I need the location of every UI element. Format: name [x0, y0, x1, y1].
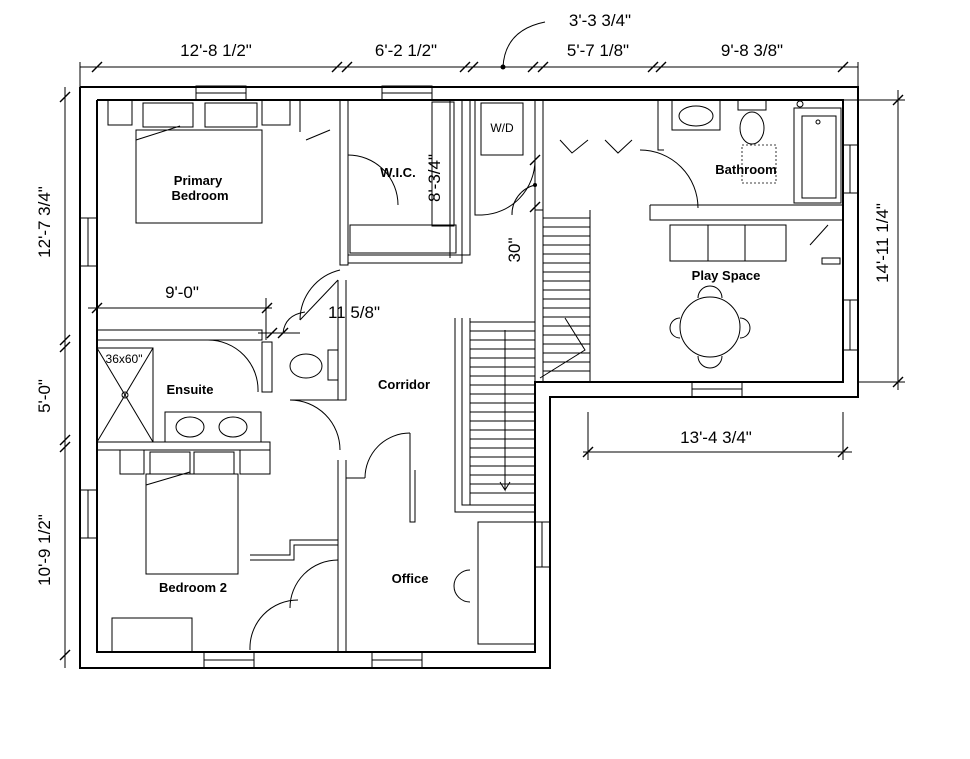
wd-label: W/D [490, 121, 514, 135]
windows [79, 85, 859, 669]
dim-top-3: 3'-3 3/4" [569, 11, 631, 30]
dim-bed-width: 9'-0" [165, 283, 199, 302]
dim-top-4: 5'-7 1/8" [567, 41, 629, 60]
stair-arrow-down [499, 330, 511, 492]
stair-arrow [539, 317, 586, 379]
dim-top-2: 6'-2 1/2" [375, 41, 437, 60]
doors [207, 100, 699, 651]
dim-play-width: 13'-4 3/4" [680, 428, 752, 447]
dim-right-1: 14'-11 1/4" [873, 203, 892, 283]
dim-left-2: 5'-0" [35, 379, 54, 413]
dim-ensuite-gap: 11 5/8" [328, 303, 380, 322]
dim-wic-depth: 8'-3/4" [425, 154, 444, 202]
ensuite-label: Ensuite [167, 382, 214, 397]
dim-top-5: 9'-8 3/8" [721, 41, 783, 60]
dim-left-1: 12'-7 3/4" [35, 186, 54, 258]
dim-left-3: 10'-9 1/2" [35, 514, 54, 586]
wic-label: W.I.C. [380, 165, 415, 180]
corridor-label: Corridor [378, 377, 430, 392]
bathroom-label: Bathroom [715, 162, 776, 177]
dim-stair-30: 30" [505, 238, 524, 263]
shower-label: 36x60" [106, 352, 143, 366]
furniture [96, 99, 842, 653]
dimension-lines [59, 21, 905, 668]
office-label: Office [392, 571, 429, 586]
dimension-labels: 12'-8 1/2" 6'-2 1/2" 3'-3 3/4" 5'-7 1/8"… [35, 11, 892, 586]
stairs [469, 210, 591, 505]
dim-top-1: 12'-8 1/2" [180, 41, 252, 60]
bedroom-2-label: Bedroom 2 [159, 580, 227, 595]
play-space-label: Play Space [692, 268, 761, 283]
